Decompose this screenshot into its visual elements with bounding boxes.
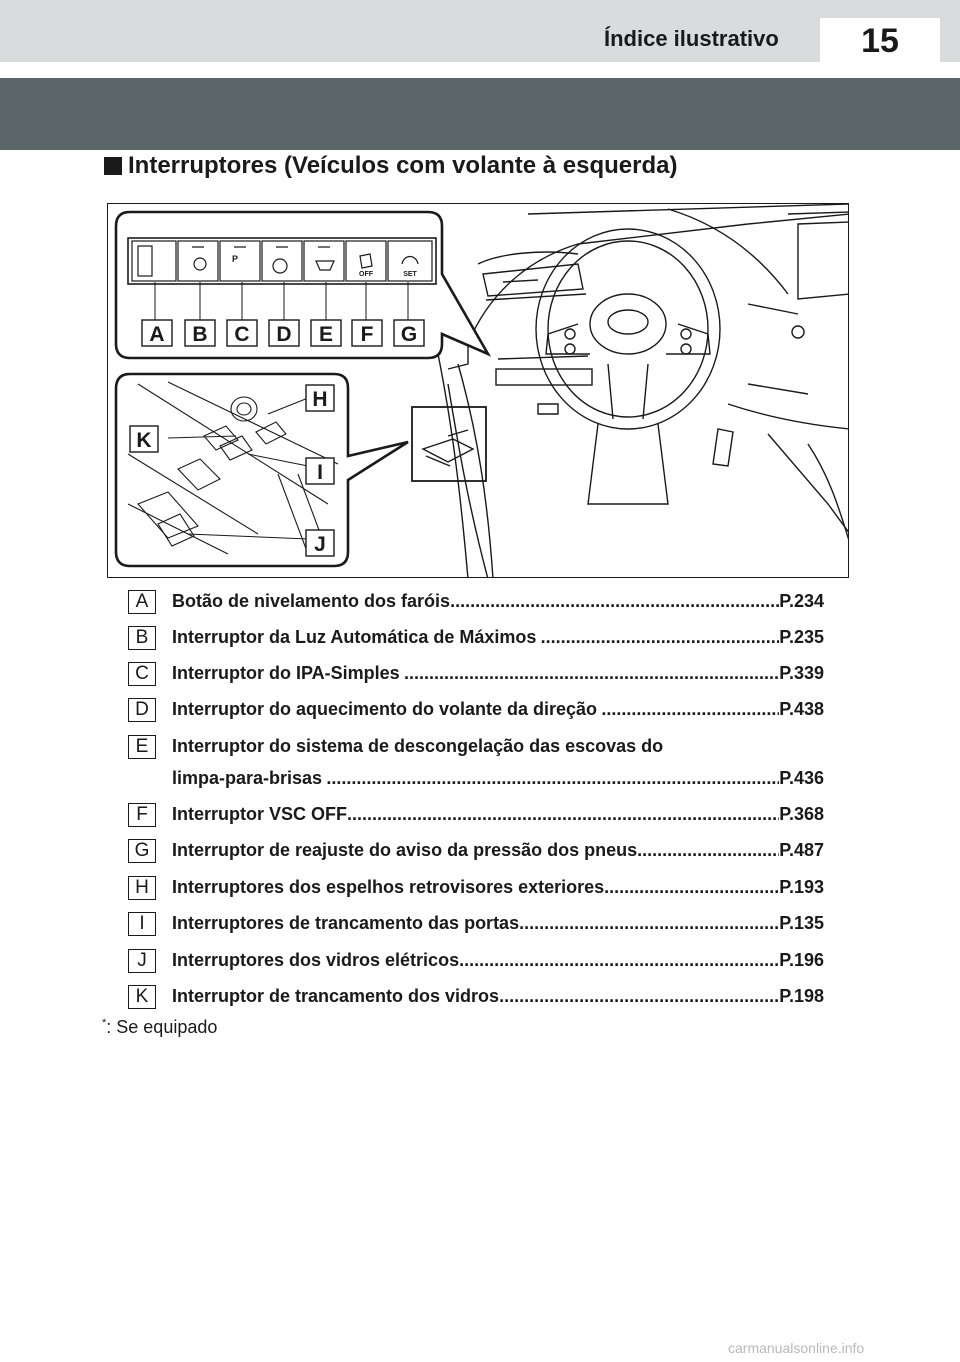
footnote-mark: * xyxy=(597,698,602,704)
callout-b: B xyxy=(192,323,207,346)
callout-g: G xyxy=(401,323,417,346)
item-letter: E xyxy=(128,735,156,759)
callout-j: J xyxy=(314,533,326,556)
callout-f: F xyxy=(361,323,374,346)
footnote-text: : Se equipado xyxy=(106,1017,218,1037)
dashboard-drawing: A B C D E F G H K I J OFF SET P xyxy=(114,204,848,577)
page-reference[interactable]: P.234 xyxy=(779,591,824,611)
item-letter: H xyxy=(128,876,156,900)
item-letter: D xyxy=(128,698,156,722)
set-label: SET xyxy=(403,271,417,278)
item-letter: B xyxy=(128,626,156,650)
section-heading: Interruptores (Veículos com volante à es… xyxy=(104,152,678,180)
page-reference[interactable]: P.436 xyxy=(779,768,824,788)
footnote: *: Se equipado xyxy=(102,1017,217,1038)
item-letter: I xyxy=(128,912,156,936)
item-letter: C xyxy=(128,662,156,686)
item-letter: A xyxy=(128,590,156,614)
item-text: Interruptor de reajuste do aviso da pres… xyxy=(172,840,638,860)
page-reference[interactable]: P.198 xyxy=(779,986,824,1006)
item-letter: F xyxy=(128,803,156,827)
page-reference[interactable]: P.438 xyxy=(779,699,824,719)
item-text: Interruptor de trancamento dos vidros xyxy=(172,986,500,1006)
page-reference[interactable]: P.339 xyxy=(779,663,824,683)
item-text: Interruptor do IPA-Simples xyxy=(172,663,400,683)
footnote-mark: * xyxy=(536,626,541,632)
list-item: E Interruptor do sistema de descongelaçã… xyxy=(128,735,828,795)
item-text: Interruptor VSC OFF xyxy=(172,804,347,824)
item-text: Botão de nivelamento dos faróis xyxy=(172,591,451,611)
page-reference[interactable]: P.196 xyxy=(779,950,824,970)
page-number: 15 xyxy=(820,18,940,64)
item-text: Interruptores de trancamento das portas xyxy=(172,913,520,933)
item-text: Interruptor da Luz Automática de Máximos xyxy=(172,627,537,647)
page-header xyxy=(0,0,960,64)
vsc-off-label: OFF xyxy=(359,271,374,278)
section-title: Índice ilustrativo xyxy=(604,26,779,51)
page-reference[interactable]: P.487 xyxy=(779,840,824,860)
header-strip xyxy=(0,0,960,62)
section-heading-text: Interruptores (Veículos com volante à es… xyxy=(128,152,678,179)
callout-a: A xyxy=(149,323,164,346)
page-reference[interactable]: P.368 xyxy=(779,804,824,824)
item-letter: G xyxy=(128,839,156,863)
p-label: P xyxy=(232,254,238,264)
header-dark-band xyxy=(0,78,960,150)
callout-h: H xyxy=(312,388,327,411)
callout-c: C xyxy=(234,323,249,346)
page-reference[interactable]: P.193 xyxy=(779,877,824,897)
page-reference[interactable]: P.235 xyxy=(779,627,824,647)
watermark: carmanualsonline.info xyxy=(728,1340,865,1356)
callout-k: K xyxy=(136,429,151,452)
callout-i: I xyxy=(317,461,323,484)
footnote-mark: * xyxy=(322,767,327,773)
footnote-mark: * xyxy=(102,1017,107,1029)
page-reference[interactable]: P.135 xyxy=(779,913,824,933)
item-text: Interruptores dos vidros elétricos xyxy=(172,950,460,970)
item-text: Interruptor do aquecimento do volante da… xyxy=(172,699,598,719)
item-letter: J xyxy=(128,949,156,973)
callout-e: E xyxy=(319,323,333,346)
item-text: Interruptores dos espelhos retrovisores … xyxy=(172,877,605,897)
item-text: limpa-para-brisas xyxy=(172,768,323,788)
item-text: Interruptor do sistema de descongelação … xyxy=(172,736,664,756)
dashboard-illustration: A B C D E F G H K I J OFF SET P xyxy=(107,203,849,578)
square-bullet-icon xyxy=(104,157,122,175)
footnote-mark: * xyxy=(399,662,404,668)
item-letter: K xyxy=(128,985,156,1009)
callout-d: D xyxy=(276,323,291,346)
